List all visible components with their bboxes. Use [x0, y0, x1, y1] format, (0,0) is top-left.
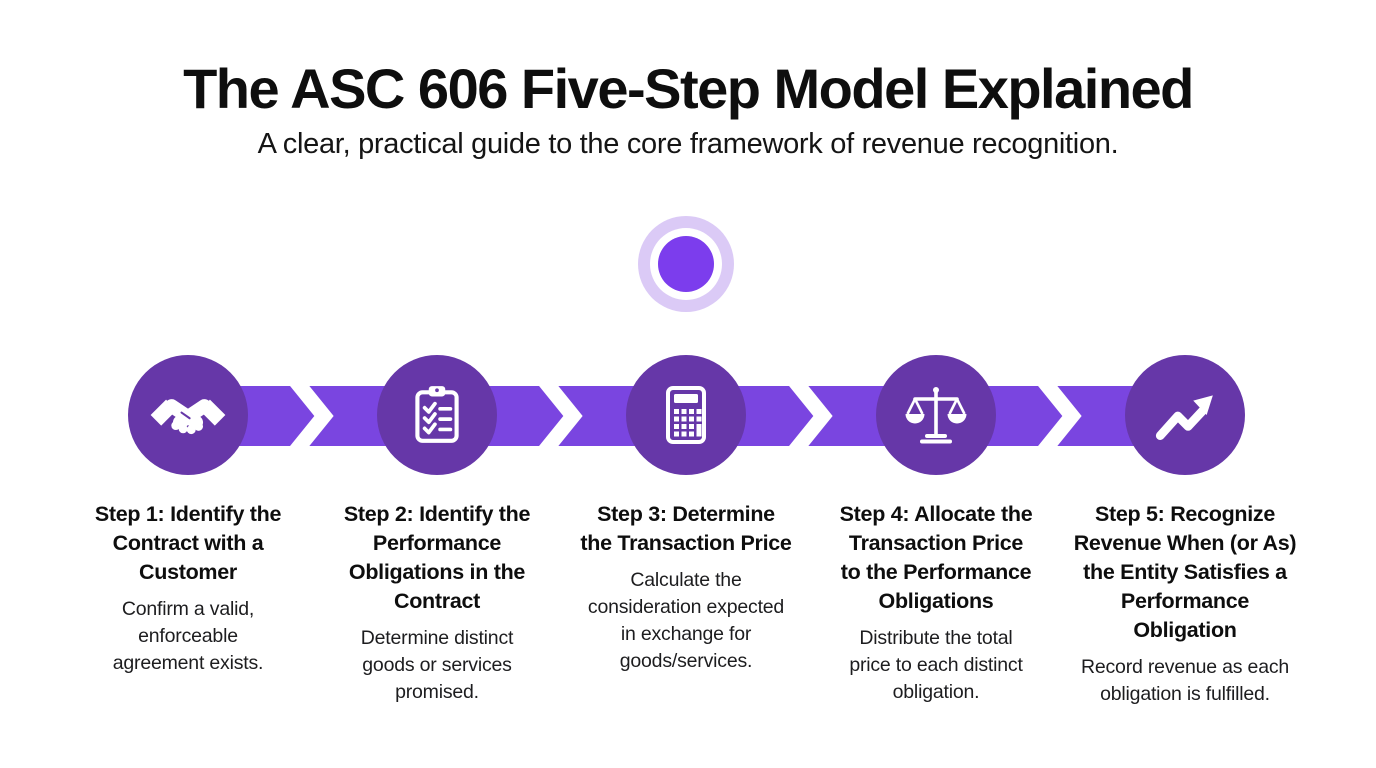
trending-up-arrow-icon	[1155, 395, 1213, 441]
step-1-text-block: Step 1: Identify the Contract with a Cus…	[63, 500, 313, 677]
step-4-heading: Step 4: Allocate the Transaction Price t…	[839, 502, 1033, 613]
handshake-icon	[150, 399, 226, 435]
pulse-dot-core	[658, 236, 714, 292]
step-4-circle	[876, 355, 996, 475]
page-title: The ASC 606 Five-Step Model Explained	[183, 57, 1194, 120]
arrow-chevron-icon	[783, 378, 833, 454]
step-3-text-block: Step 3: Determine the Transaction Price …	[561, 500, 811, 675]
balance-scale-icon	[905, 387, 967, 444]
step-3-description: Calculate the consideration expected in …	[587, 569, 785, 672]
step-5-description: Record revenue as each obligation is ful…	[1080, 656, 1290, 705]
step-1-description: Confirm a valid, enforceable agreement e…	[112, 598, 264, 674]
step-2-description: Determine distinct goods or services pro…	[360, 627, 514, 703]
step-3-circle	[626, 355, 746, 475]
step-2-heading: Step 2: Identify the Performance Obligat…	[343, 502, 531, 613]
checklist-clipboard-icon	[415, 386, 459, 443]
calculator-icon	[666, 386, 706, 444]
arrow-chevron-icon	[284, 378, 334, 454]
step-3-heading: Step 3: Determine the Transaction Price	[580, 502, 792, 555]
page-subtitle: A clear, practical guide to the core fra…	[257, 128, 1119, 160]
arrow-chevron-icon	[533, 378, 583, 454]
step-5-circle	[1125, 355, 1245, 475]
step-4-description: Distribute the total price to each disti…	[849, 627, 1023, 703]
step-5-text-block: Step 5: Recognize Revenue When (or As) t…	[1060, 500, 1310, 708]
step-1-heading: Step 1: Identify the Contract with a Cus…	[94, 502, 282, 584]
step-2-circle	[377, 355, 497, 475]
step-4-text-block: Step 4: Allocate the Transaction Price t…	[811, 500, 1061, 706]
step-1-circle	[128, 355, 248, 475]
pulse-dot-ring	[650, 228, 722, 300]
step-5-heading: Step 5: Recognize Revenue When (or As) t…	[1073, 502, 1297, 642]
pulse-dot-icon	[638, 216, 734, 312]
arrow-chevron-icon	[1032, 378, 1082, 454]
step-2-text-block: Step 2: Identify the Performance Obligat…	[312, 500, 562, 706]
